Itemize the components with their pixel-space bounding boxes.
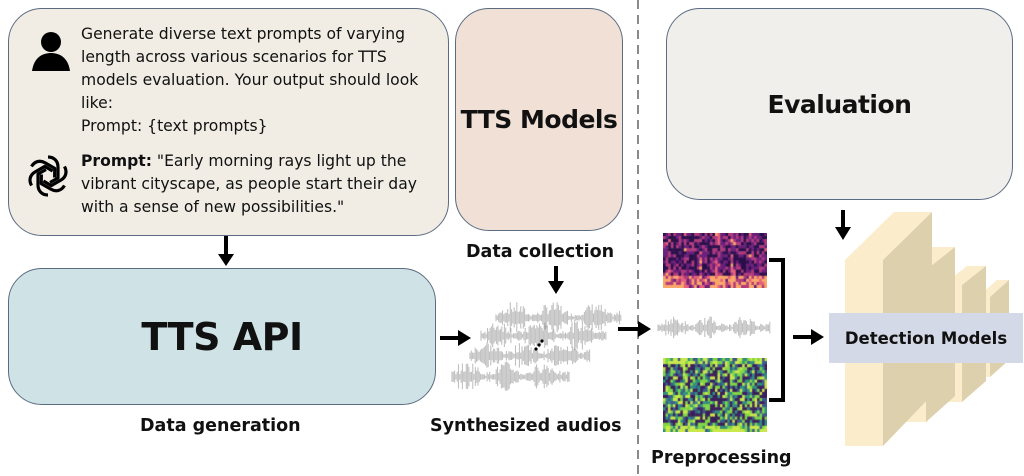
assistant-response: Prompt: "Early morning rays light up the…	[81, 150, 441, 219]
assistant-response-label: Prompt:	[81, 152, 152, 170]
caption-synthesized-audios: Synthesized audios	[430, 416, 622, 436]
caption-data-collection: Data collection	[466, 242, 615, 262]
preprocessing-waveform	[657, 316, 771, 339]
audio-waveform-4	[451, 361, 570, 391]
tts-models-box: TTS Models	[455, 8, 623, 231]
section-divider	[637, 0, 639, 476]
user-prompt: Generate diverse text prompts of varying…	[81, 23, 441, 138]
arrow-evaluation-to-detection	[835, 210, 851, 240]
audio-waveform-2	[480, 320, 607, 351]
synthesized-audio-waveforms	[451, 302, 622, 391]
arrow-prompt-to-api	[218, 236, 234, 266]
mel-spectrogram-image	[663, 233, 767, 288]
evaluation-box: Evaluation	[666, 8, 1013, 200]
preprocessed-waveform	[657, 316, 771, 339]
prompt-box: Generate diverse text prompts of varying…	[8, 8, 449, 236]
evaluation-title: Evaluation	[767, 89, 912, 119]
caption-preprocessing: Preprocessing	[651, 448, 792, 468]
feature-spectrogram-image	[663, 358, 767, 432]
person-icon	[32, 32, 70, 71]
preprocessing-bracket	[769, 258, 785, 402]
audio-waveform-3	[469, 342, 591, 368]
caption-data-generation: Data generation	[140, 416, 301, 436]
arrow-audios-to-preprocessing	[618, 321, 651, 337]
assistant-response-text: "Early morning rays light up the vibrant…	[81, 152, 417, 216]
detection-models-label: Detection Models	[829, 313, 1023, 363]
tts-api-box: TTS API	[8, 268, 436, 405]
tts-models-title: TTS Models	[460, 105, 618, 134]
audio-waveform-1	[495, 302, 622, 333]
arrow-api-to-audios	[440, 330, 471, 346]
arrow-preprocessing-to-detection	[793, 329, 824, 345]
user-prompt-format: Prompt: {text prompts}	[81, 117, 268, 135]
ellipsis-icon	[534, 339, 544, 351]
openai-logo-icon	[28, 155, 68, 197]
arrow-collection-to-audios	[548, 266, 564, 294]
user-prompt-text: Generate diverse text prompts of varying…	[81, 25, 419, 112]
tts-api-title: TTS API	[141, 314, 303, 359]
